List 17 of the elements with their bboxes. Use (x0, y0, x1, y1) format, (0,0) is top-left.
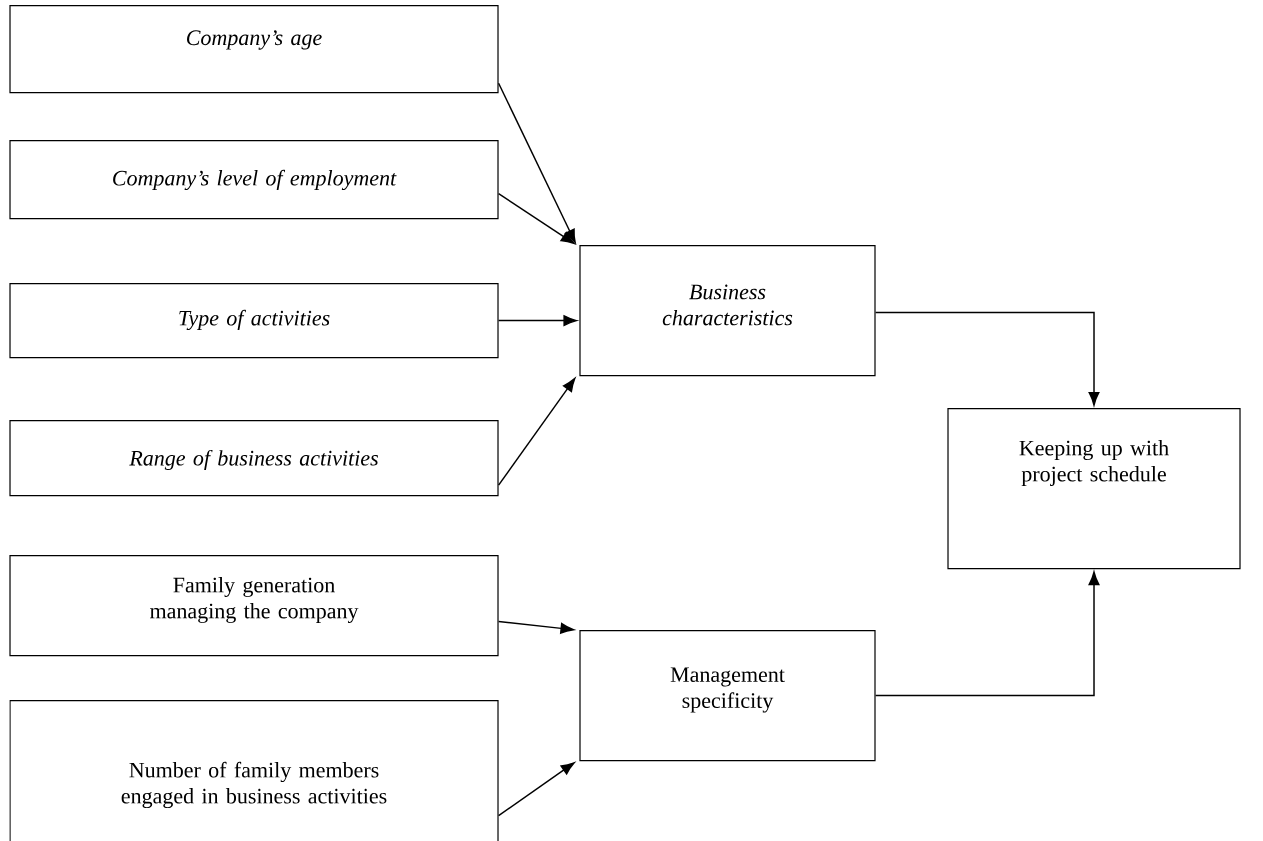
arrow (497, 762, 575, 817)
process-box: Family generation managing the company (9, 555, 499, 657)
arrow (497, 620, 575, 634)
process-box: Company’s level of employment (9, 140, 499, 220)
process-box: Type of activities (9, 283, 499, 359)
arrow (497, 377, 576, 486)
process-box: Keeping up with project schedule (947, 408, 1241, 570)
process-box: Range of business activities (9, 420, 499, 497)
arrow (497, 82, 576, 243)
arrow (874, 311, 1100, 406)
process-box: Business characteristics (579, 245, 876, 377)
process-box: Management specificity (579, 630, 876, 762)
process-box: Company’s age (9, 5, 499, 94)
process-box: Number of family members engaged in business activities (9, 700, 499, 841)
arrow (497, 192, 575, 245)
arrow (497, 315, 578, 327)
arrow (874, 571, 1100, 697)
